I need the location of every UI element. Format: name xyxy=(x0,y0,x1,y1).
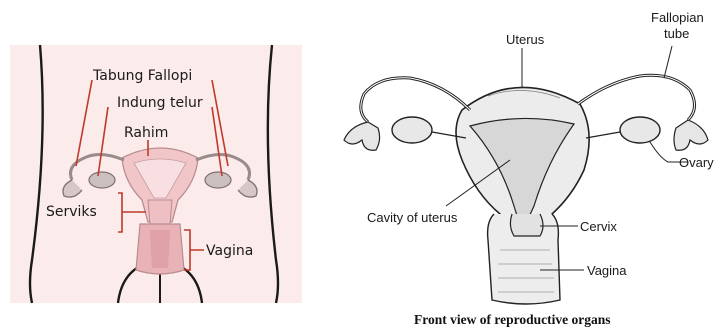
label-rahim: Rahim xyxy=(124,125,168,141)
label-fallopian-tube-line1: Fallopian xyxy=(651,10,704,25)
right-tube-left xyxy=(361,78,470,122)
right-fimbriae-right xyxy=(674,120,708,150)
right-ovarian-ligament-right xyxy=(586,132,620,138)
right-ovary-right xyxy=(620,117,660,143)
label-cervix: Cervix xyxy=(580,219,617,234)
label-fallopian-tube-line2: tube xyxy=(664,26,689,41)
left-diagram: Tabung Fallopi Indung telur Rahim Servik… xyxy=(10,45,302,303)
label-serviks: Serviks xyxy=(46,204,97,220)
leader-fallopian-tube xyxy=(664,46,672,78)
right-ovary-left xyxy=(392,117,432,143)
left-ovary-right xyxy=(205,172,231,188)
right-fimbriae-left xyxy=(344,122,380,150)
right-diagram xyxy=(344,46,708,304)
figure-caption: Front view of reproductive organs xyxy=(414,312,610,327)
left-cervix xyxy=(148,200,172,224)
left-ovary-left xyxy=(89,172,115,188)
label-indung-telur: Indung telur xyxy=(117,95,203,111)
label-ovary: Ovary xyxy=(679,155,714,170)
label-vagina: Vagina xyxy=(206,243,253,259)
label-vagina-en: Vagina xyxy=(587,263,627,278)
label-cavity-of-uterus: Cavity of uterus xyxy=(367,210,458,225)
right-cervix xyxy=(510,214,543,236)
right-tube-right xyxy=(578,75,695,120)
left-vagina-canal xyxy=(150,230,170,268)
label-tabung-fallopi: Tabung Fallopi xyxy=(92,68,192,84)
label-uterus: Uterus xyxy=(506,32,545,47)
